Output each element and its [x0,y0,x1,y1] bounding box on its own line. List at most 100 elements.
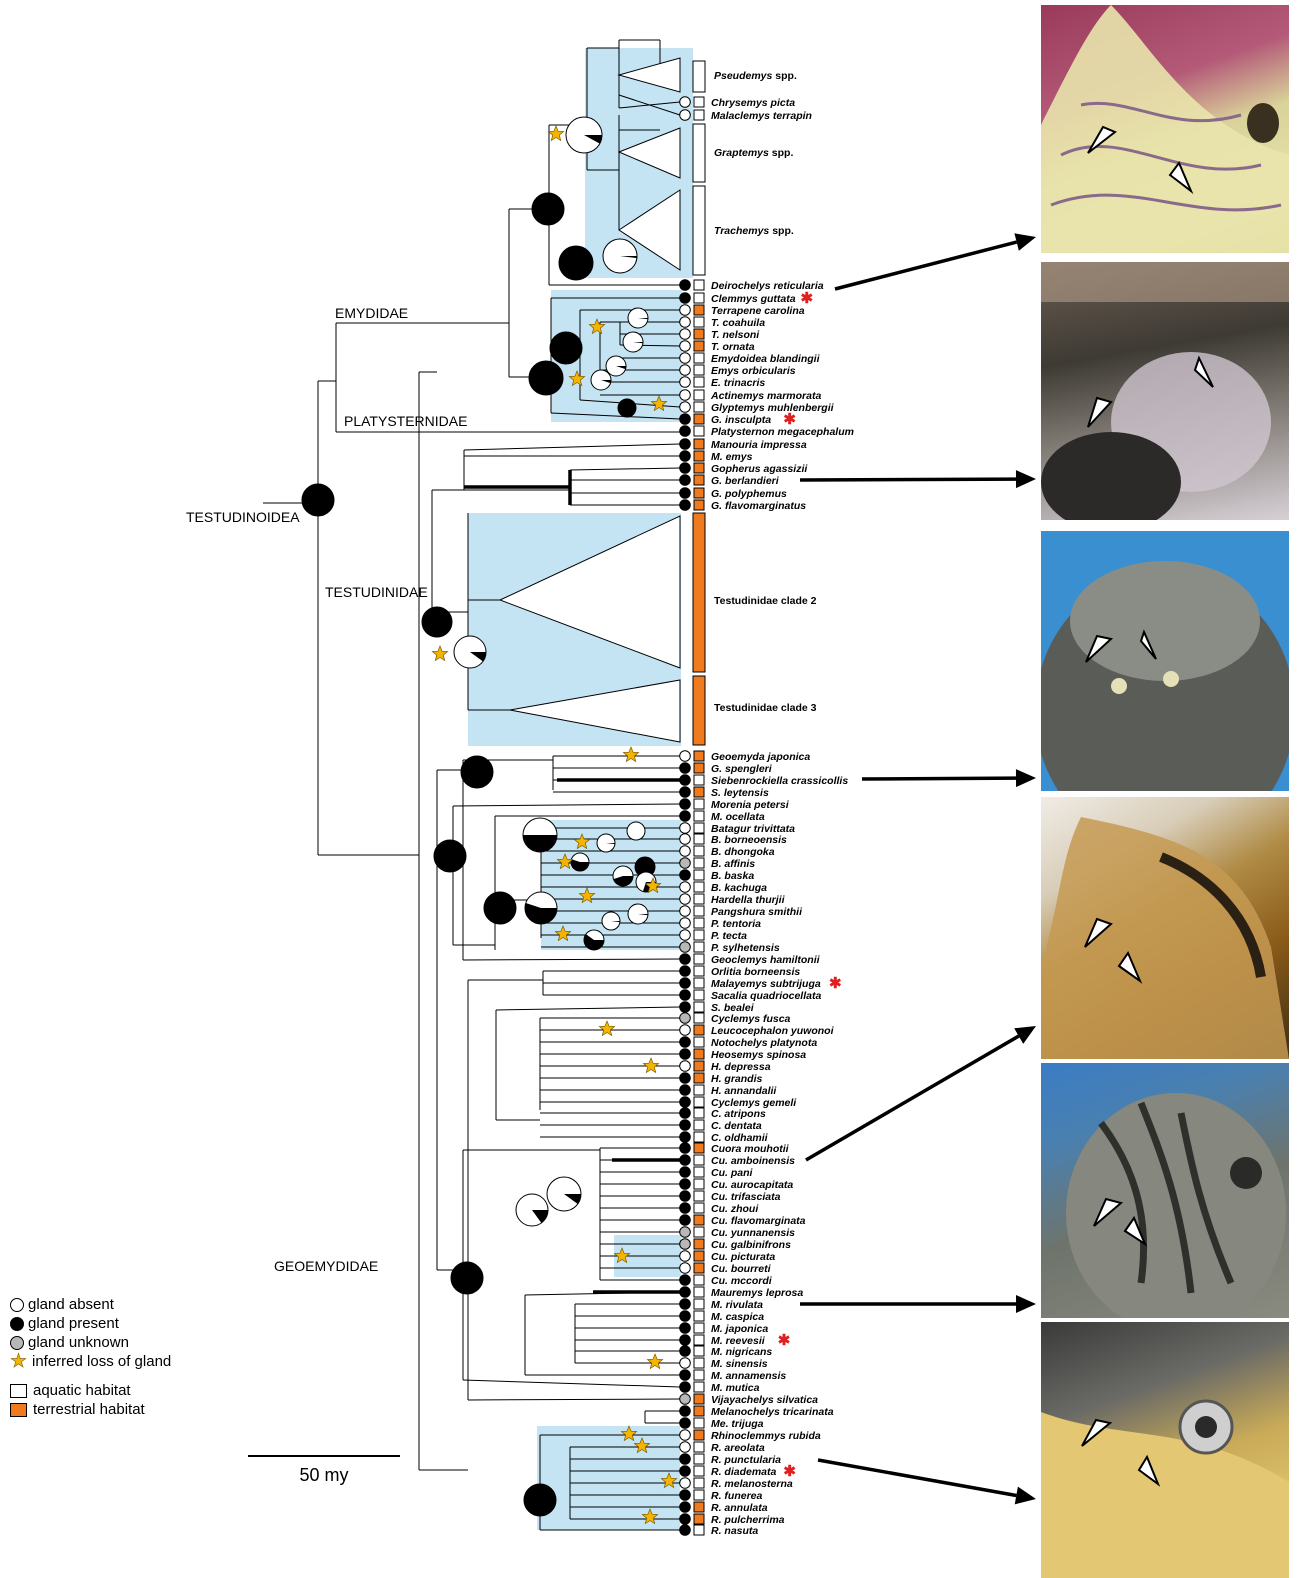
gland-state-circle [679,881,691,893]
gland-state-circle [679,425,691,437]
tree-branch [618,94,681,116]
tip-row: B. kachuga [679,881,767,894]
tip-row: Cu. mccordi [679,1274,773,1287]
collapsed-clade [617,57,681,93]
tip-label: Rhinoclemmys rubida [711,1430,821,1442]
habitat-square [693,1060,705,1072]
loss-star-icon [554,925,572,942]
photo-rhinoclemmys [1041,1322,1289,1578]
tip-label: Chrysemys picta [711,97,795,109]
ancestral-state-pie [433,839,467,873]
tip-label: Cu. zhoui [711,1203,759,1215]
loss-star-icon [573,833,591,850]
tip-row: G. spengleri [679,762,773,775]
tip-label: Batagur trivittata [711,823,795,835]
tip-label: Cu. flavomarginata [711,1215,806,1227]
tip-row: Actinemys marmorata [679,389,821,402]
habitat-square [693,1345,705,1357]
tip-label: B. dhongoka [711,846,775,858]
photo-arrow [834,233,1036,291]
tip-row: E. trinacris [679,376,765,389]
gland-state-circle [679,1048,691,1060]
tip-label: Platysternon megacephalum [711,426,854,438]
legend-label: terrestrial habitat [33,1401,145,1418]
habitat-square [693,474,705,486]
tip-row: Cu. flavomarginata [679,1214,806,1227]
tip-label: T. ornata [711,341,755,353]
gland-state-circle [679,1334,691,1346]
habitat-square [693,1429,705,1441]
tip-label: M. caspica [711,1311,764,1323]
gland-state-circle [679,316,691,328]
asterisk-icon: ✱ [778,1332,791,1349]
tip-label: Cu. bourreti [711,1263,772,1275]
habitat-square [693,1477,705,1489]
tip-row: C. dentata [679,1119,762,1132]
ancestral-state-pie [612,865,634,887]
habitat-square [693,1465,705,1477]
habitat-square [693,462,705,474]
tip-row: M. annamensis [679,1369,786,1382]
gland-state-circle [679,462,691,474]
gland-state-circle [679,1453,691,1465]
gland-state-circle [679,1501,691,1513]
gland-state-circle [679,352,691,364]
loss-star-icon [431,645,449,662]
habitat-bar [692,123,706,183]
tip-label: Sacalia quadriocellata [711,990,821,1002]
gland-state-circle [679,1369,691,1381]
tip-label: Malayemys subtrijuga [711,978,821,990]
gland-state-circle [679,1298,691,1310]
habitat-square [693,786,705,798]
tip-label: Cu. trifasciata [711,1191,781,1203]
tip-label: H. grandis [711,1073,763,1085]
gland-state-circle [679,1274,691,1286]
gland-state-circle [679,1166,691,1178]
tip-label: M. japonica [711,1323,768,1335]
gland-state-circle [679,1154,691,1166]
tip-row: M. mutica [679,1381,760,1394]
tip-row: Trachemys spp. [692,185,794,276]
gland-state-circle [679,1001,691,1013]
habitat-square [693,965,705,977]
tip-label: C. atripons [711,1108,766,1120]
habitat-square [693,857,705,869]
tip-label: M. reevesii [711,1335,766,1347]
collapsed-clade [618,189,681,271]
gland-state-circle [679,786,691,798]
photo-deirochelys [1041,5,1289,253]
ancestral-state-pie [460,755,494,789]
gland-state-circle [679,96,691,108]
loss-star-icon [588,318,606,335]
tip-label: B. kachuga [711,882,767,894]
tip-label: Cyclemys fusca [711,1013,791,1025]
tip-row: Chrysemys picta [679,96,795,109]
habitat-square [693,750,705,762]
gland-state-circle [679,376,691,388]
tip-row: Cu. galbinifrons [679,1238,791,1251]
loss-star-icon [660,1472,678,1489]
ancestral-state-pie [483,891,517,925]
tip-row: Cu. pani [679,1166,753,1179]
tip-row: Deirochelys reticularia [679,279,824,292]
tip-label: Deirochelys reticularia [711,280,824,292]
habitat-square [693,905,705,917]
ancestral-state-pie [549,331,583,365]
ancestral-state-pie [515,1193,549,1227]
habitat-square [693,1096,705,1108]
gland-state-circle [679,1107,691,1119]
legend-item-gland-present: gland present [10,1314,171,1333]
gland-state-circle [679,1250,691,1262]
tip-label: M. sinensis [711,1358,768,1370]
habitat-square [693,1357,705,1369]
tip-label: M. annamensis [711,1370,786,1382]
ancestral-state-pie [601,911,621,931]
habitat-square [693,1441,705,1453]
habitat-square [693,1131,705,1143]
tip-row: Orlitia borneensis [679,965,800,978]
gland-state-circle [679,822,691,834]
habitat-square [693,1107,705,1119]
habitat-square [693,833,705,845]
gland-state-circle [679,845,691,857]
ancestral-state-pie [450,1261,484,1295]
